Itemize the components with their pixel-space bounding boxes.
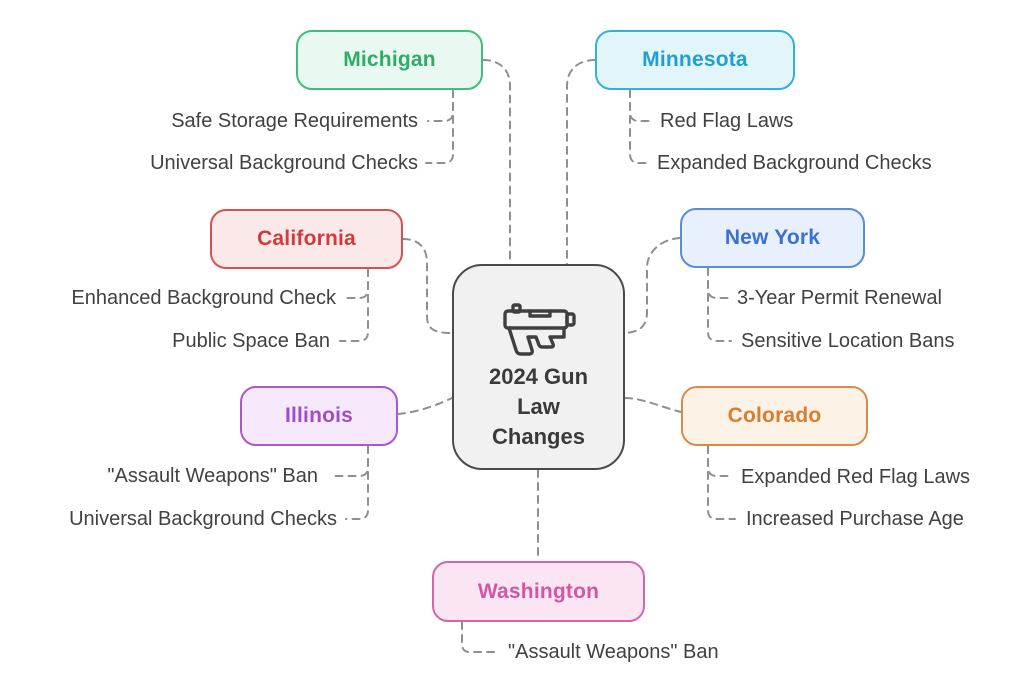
law-item-colorado-2: Increased Purchase Age — [746, 508, 964, 530]
state-node-minnesota: Minnesota — [595, 30, 795, 90]
connector-california-center — [402, 238, 453, 334]
connector-illinois-center — [397, 397, 453, 415]
law-item-colorado-1: Expanded Red Flag Laws — [741, 466, 971, 488]
connector-michigan-item-1 — [427, 89, 454, 122]
law-item-washington-1: "Assault Weapons" Ban — [508, 641, 719, 663]
connector-newyork-item-1 — [707, 267, 730, 299]
law-item-illinois-2: Universal Background Checks — [69, 508, 337, 530]
state-node-michigan: Michigan — [296, 30, 483, 90]
state-label-minnesota: Minnesota — [642, 48, 748, 71]
connector-michigan-item-2 — [425, 89, 454, 164]
law-item-new-york-1: 3-Year Permit Renewal — [737, 287, 942, 309]
state-label-washington: Washington — [477, 579, 600, 603]
state-label-illinois: Illinois — [284, 404, 354, 427]
central-node: 2024 Gun Law Changes — [452, 264, 625, 470]
law-item-michigan-2: Universal Background Checks — [150, 152, 418, 174]
connector-michigan-center — [482, 59, 511, 265]
connector-illinois-item-2 — [345, 445, 369, 520]
state-node-new-york: New York — [680, 208, 865, 268]
connector-colorado-center — [624, 397, 682, 413]
connectors — [332, 59, 736, 653]
connector-california-item-1 — [345, 268, 369, 299]
law-item-california-2: Public Space Ban — [172, 330, 330, 352]
connector-minnesota-item-2 — [629, 89, 650, 164]
connector-newyork-item-2 — [707, 267, 732, 342]
central-node-label: 2024 Gun Law Changes — [488, 364, 589, 449]
law-item-illinois-1: "Assault Weapons" Ban — [107, 465, 318, 487]
law-item-minnesota-2: Expanded Background Checks — [657, 152, 932, 174]
law-item-minnesota-1: Red Flag Laws — [660, 110, 794, 132]
gun-icon — [502, 303, 576, 356]
law-item-michigan-1: Safe Storage Requirements — [171, 110, 418, 132]
law-item-new-york-2: Sensitive Location Bans — [741, 330, 955, 352]
state-label-california: California — [257, 227, 356, 250]
connector-washington-item-1 — [461, 621, 498, 653]
connector-newyork-center — [624, 237, 681, 334]
state-label-colorado: Colorado — [727, 404, 822, 427]
state-node-colorado: Colorado — [681, 386, 868, 446]
state-label-michigan: Michigan — [343, 48, 436, 71]
law-item-california-1: Enhanced Background Check — [71, 287, 336, 309]
connector-california-item-2 — [339, 268, 369, 342]
state-node-washington: Washington — [432, 561, 645, 622]
connector-colorado-item-2 — [707, 445, 736, 520]
connector-illinois-item-1 — [332, 445, 369, 477]
state-label-new-york: New York — [724, 226, 821, 249]
state-node-california: California — [210, 209, 403, 269]
connector-minnesota-item-1 — [629, 89, 653, 122]
connector-minnesota-center — [566, 59, 596, 265]
state-node-illinois: Illinois — [240, 386, 398, 446]
connector-colorado-item-1 — [707, 445, 732, 477]
